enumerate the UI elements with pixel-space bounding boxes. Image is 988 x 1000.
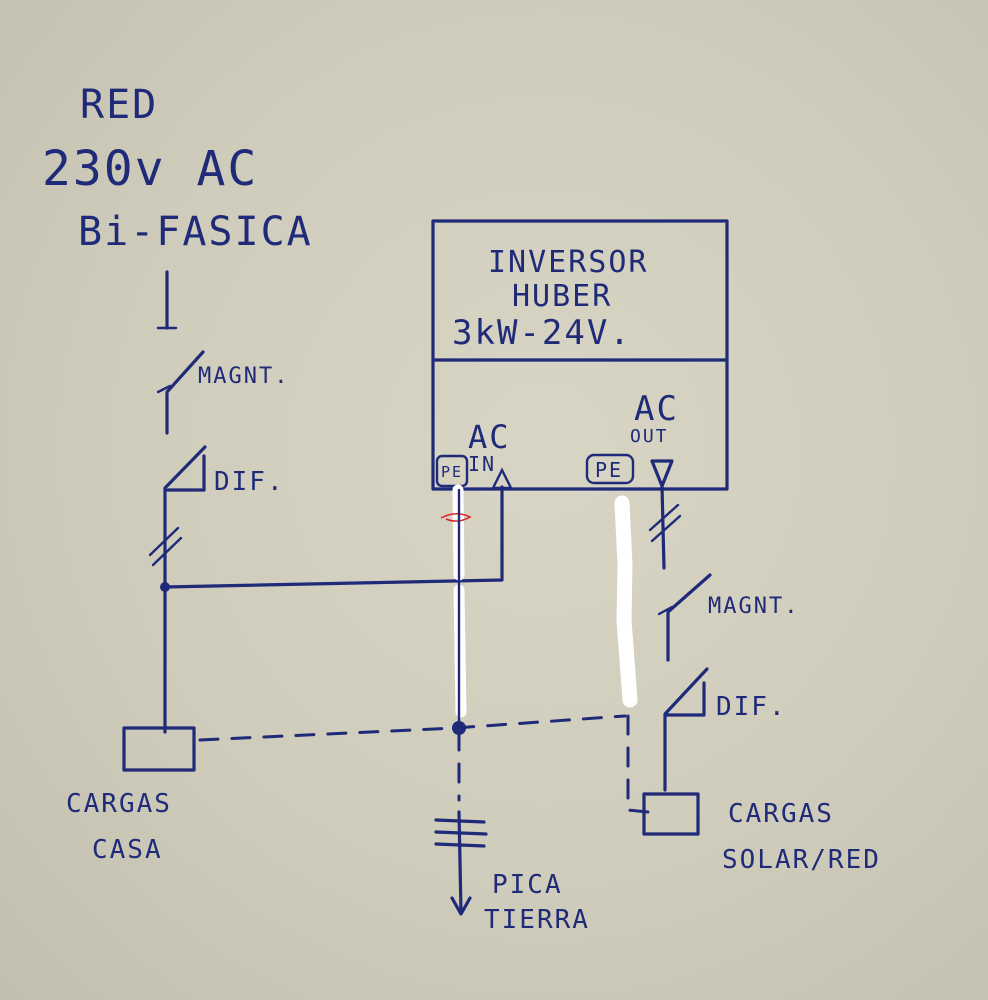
ac-in-sub-label: IN <box>468 452 496 476</box>
right-two-wire-mark <box>648 503 682 543</box>
inverter-label-brand: HUBER <box>512 279 612 314</box>
right-breaker-magnetothermic-icon <box>657 573 712 662</box>
grid-label-phase: Bi-FASICA <box>78 209 313 255</box>
left-differential-label: DIF. <box>214 467 285 497</box>
pe-out-terminal <box>585 453 635 485</box>
left-magnetothermic-label: MAGNT. <box>198 364 289 389</box>
load-casa-label-2: CASA <box>92 835 163 865</box>
right-differential-label: DIF. <box>716 692 787 722</box>
inverter-label-type: INVERSOR <box>488 245 649 280</box>
whiteout-pe-out <box>614 495 638 708</box>
earth-bus-dashed <box>198 714 627 742</box>
load-casa-box <box>122 726 196 772</box>
grid-label-voltage: 230v AC <box>42 141 258 197</box>
left-breaker-differential-icon <box>163 445 207 542</box>
inverter-box <box>431 219 729 491</box>
load-solar-label-1: CARGAS <box>728 799 834 829</box>
pe-in-terminal <box>435 454 469 488</box>
ac-in-label: AC <box>468 418 511 456</box>
earth-rod-label-2: TIERRA <box>484 905 590 935</box>
pe-in-label: PE <box>441 463 463 481</box>
right-breaker-differential-icon <box>663 667 709 792</box>
load-solar-box <box>642 792 700 836</box>
load-casa-label-1: CARGAS <box>66 789 172 819</box>
ac-out-feed-wire <box>660 484 666 570</box>
earth-rod-label-1: PICA <box>492 870 563 900</box>
left-breaker-magnetothermic-icon <box>156 350 205 435</box>
grid-label-red: RED <box>80 82 158 128</box>
ac-in-feed-wire <box>163 485 504 589</box>
pe-out-label: PE <box>595 458 623 482</box>
inverter-label-rating: 3kW-24V. <box>452 313 632 353</box>
earth-drop-right <box>626 714 650 814</box>
ac-out-sub-label: OUT <box>630 426 669 447</box>
ac-in-terminal-icon <box>491 467 513 490</box>
load-solar-label-2: SOLAR/RED <box>722 845 881 875</box>
right-magnetothermic-label: MAGNT. <box>708 594 799 619</box>
earth-rod-icon <box>434 810 488 916</box>
ac-out-terminal-icon <box>650 459 674 488</box>
ac-out-label: AC <box>634 389 679 429</box>
red-pen-mark <box>440 513 472 522</box>
